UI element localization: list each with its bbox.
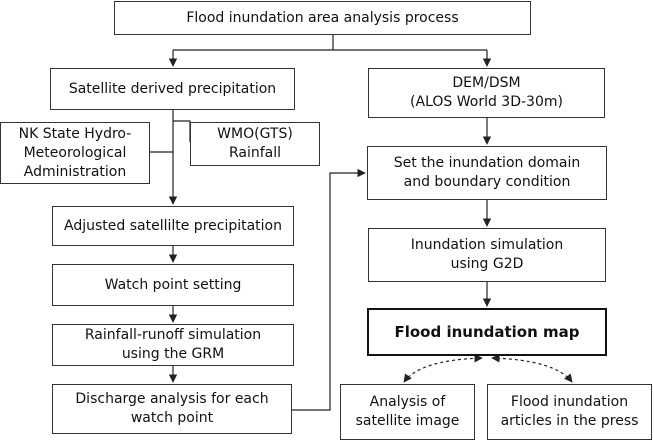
- dashed-arrow-analysis-satellite: [403, 354, 483, 383]
- set-domain-box: Set the inundation domain and boundary c…: [367, 146, 607, 200]
- rainfall-runoff-box: Rainfall-runoff simulation using the GRM: [52, 324, 294, 366]
- inundation-simulation-box: Inundation simulation using G2D: [368, 228, 606, 282]
- dashed-arrow-press-articles: [491, 354, 573, 383]
- title-box: Flood inundation area analysis process: [114, 1, 531, 35]
- nk-state-box: NK State Hydro- Meteorological Administr…: [0, 122, 150, 184]
- analysis-satellite-box: Analysis of satellite image: [340, 384, 475, 440]
- connector-wmo: [173, 120, 191, 142]
- wmo-rainfall-box: WMO(GTS) Rainfall: [190, 122, 320, 166]
- press-articles-box: Flood inundation articles in the press: [487, 384, 652, 440]
- adjusted-precipitation-box: Adjusted satellilte precipitation: [52, 206, 294, 246]
- satellite-precipitation-box: Satellite derived precipitation: [50, 68, 295, 110]
- flood-map-box: Flood inundation map: [367, 308, 607, 356]
- watch-point-box: Watch point setting: [52, 264, 294, 306]
- discharge-analysis-box: Discharge analysis for each watch point: [52, 384, 292, 434]
- dem-dsm-box: DEM/DSM (ALOS World 3D-30m): [368, 68, 605, 118]
- arrow-discharge-to-domain: [292, 168, 366, 411]
